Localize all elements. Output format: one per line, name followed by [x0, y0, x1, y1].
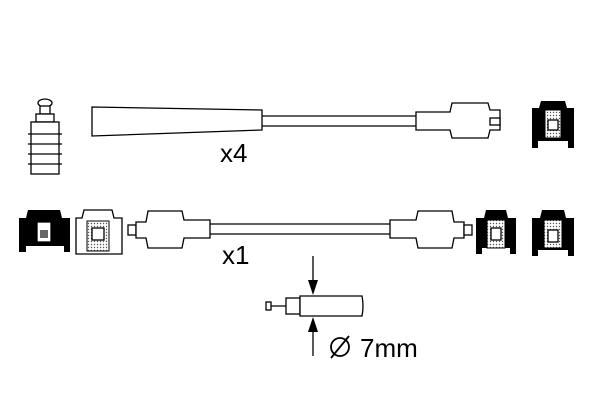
ignition-lead-coil [127, 210, 473, 249]
quantity-label-bottom: x1 [222, 240, 250, 270]
distributor-cap-terminal-icon [532, 101, 574, 148]
plug-terminal-hatched-right-icon [476, 210, 516, 254]
cable-cross-section-icon [265, 295, 364, 317]
plug-terminal-hatched-left-icon [75, 209, 123, 255]
quantity-label-top: x4 [220, 138, 248, 168]
spark-plug-connector-icon [28, 98, 62, 175]
diameter-symbol-icon [330, 335, 350, 359]
diameter-label: 7mm [360, 333, 418, 363]
diameter-dimension-arrows [308, 256, 318, 356]
ignition-lead-top [91, 102, 501, 139]
distributor-terminal-right-icon [532, 210, 574, 256]
plug-terminal-dark-left-icon [19, 210, 70, 252]
